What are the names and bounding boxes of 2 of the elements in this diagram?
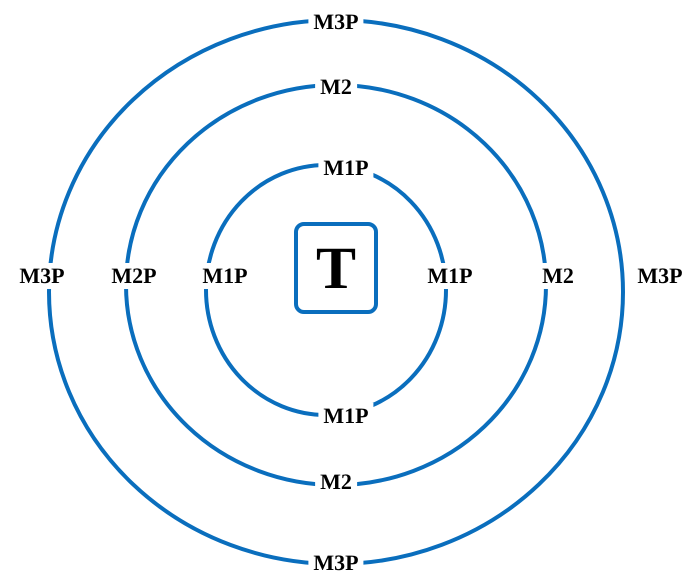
box-letter: T	[316, 238, 356, 298]
center-box	[294, 222, 378, 314]
